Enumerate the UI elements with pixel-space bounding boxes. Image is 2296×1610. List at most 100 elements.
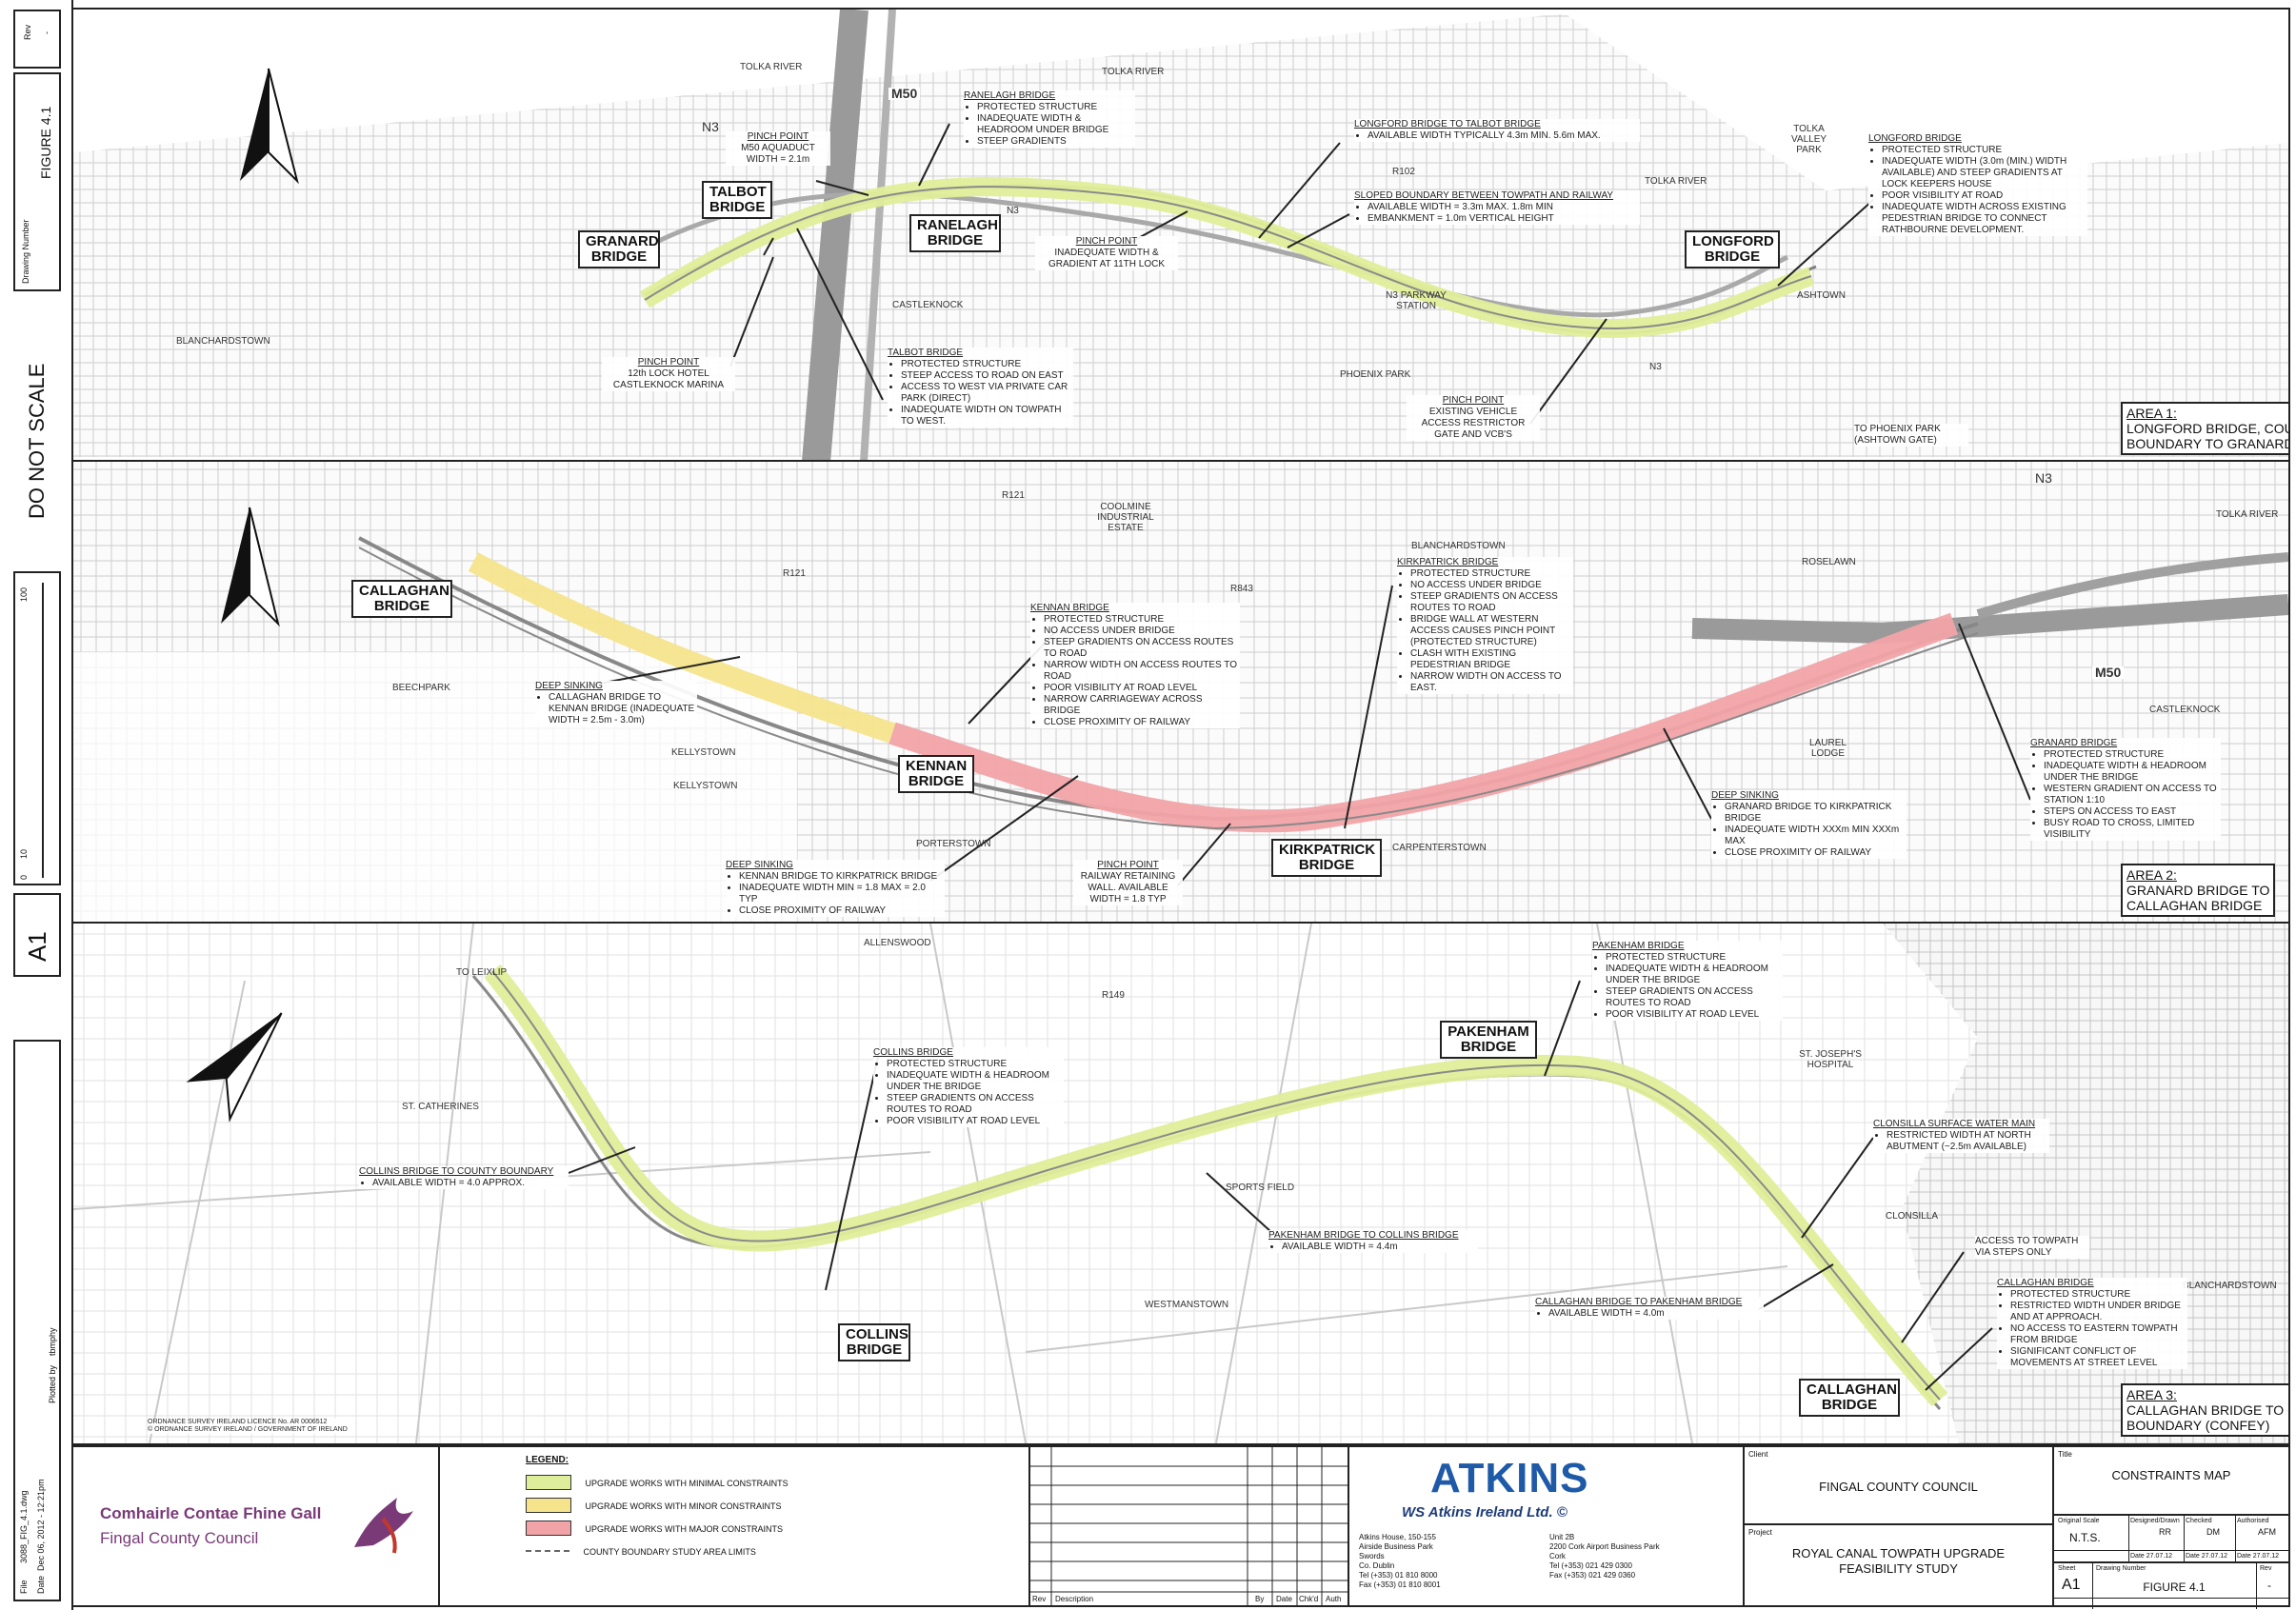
note-talbot-bridge: TALBOT BRIDGE PROTECTED STRUCTURESTEEP A… [888,348,1073,427]
bridge-label-pakenham: PAKENHAM BRIDGE [1440,1021,1537,1059]
date-label-1: Date 27.07.12 [2130,1553,2172,1560]
note-deep-sinking-kennan: DEEP SINKING KENNAN BRIDGE TO KIRKPATRIC… [726,860,945,917]
m50-interchange [1691,594,2288,645]
bridge-label-collins: COLLINS BRIDGE [838,1323,910,1362]
place-castleknock-2: CASTLEKNOCK [2149,705,2221,715]
drawing-number-label: Drawing Number [21,219,30,284]
place-kellystown-1: KELLYSTOWN [671,747,736,758]
legend-item-major: UPGRADE WORKS WITH MAJOR CONSTRAINTS [526,1520,783,1537]
place-r843: R843 [1230,584,1253,594]
note-sloped-boundary: SLOPED BOUNDARY BETWEEN TOWPATH AND RAIL… [1354,190,1640,225]
note-pinch-railway-wall: PINCH POINT RAILWAY RETAINING WALL. AVAI… [1073,860,1183,905]
date-label-2: Date 27.07.12 [2186,1553,2227,1560]
note-granard-bridge: GRANARD BRIDGE PROTECTED STRUCTUREINADEQ… [2030,738,2221,841]
fcc-english-name: Fingal County Council [100,1529,259,1547]
file-label: File [19,1580,29,1594]
atkins-company: WS Atkins Ireland Ltd. © [1402,1504,1567,1521]
note-callaghan-bridge: CALLAGHAN BRIDGE PROTECTED STRUCTUREREST… [1997,1278,2187,1369]
place-n3-parkway-station: N3 PARKWAY STATION [1386,290,1447,311]
rev-col-auth: Auth [1326,1595,1342,1603]
note-pinch-12th-lock: PINCH POINT 12th LOCK HOTEL CASTLEKNOCK … [602,357,735,391]
place-r149: R149 [1102,990,1125,1001]
place-westmanstown: WESTMANSTOWN [1145,1300,1229,1310]
place-laurel-lodge: LAUREL LODGE [1809,738,1847,759]
note-access-via-steps: ACCESS TO TOWPATH VIA STEPS ONLY [1975,1236,2089,1259]
title-details-cell: Title CONSTRAINTS MAP Original Scale N.T… [2054,1447,2288,1609]
original-scale-label: Original Scale [2058,1518,2100,1524]
place-m50: M50 [888,87,921,100]
canal-major-constraints [888,612,1959,833]
sheet-value: A1 [2062,1577,2081,1593]
fcc-logo-cell: Comhairle Contae Fhine Gall Fingal Count… [73,1447,440,1605]
drawing-number-value: FIGURE 4.1 [2143,1580,2206,1594]
place-tolka-river-area-2: TOLKA RIVER [2216,509,2279,520]
place-roselawn: ROSELAWN [1802,557,1856,567]
north-arrow-2 [221,507,280,627]
map-area-3-graphic [73,924,2288,1443]
place-ashtown: ASHTOWN [1797,290,1846,301]
bridge-label-kennan: KENNAN BRIDGE [898,755,974,793]
area-2-label: AREA 2: GRANARD BRIDGE TO CALLAGHAN BRID… [2121,864,2276,917]
legend-cell: LEGEND: UPGRADE WORKS WITH MINIMAL CONST… [440,1447,1030,1605]
place-tolka-river-2: TOLKA RIVER [1102,67,1165,77]
place-castleknock: CASTLEKNOCK [892,300,964,310]
revision-table: Rev Description By Date Chk'd Auth [1030,1447,1349,1605]
figure-number-margin: FIGURE 4.1 [38,106,53,179]
date-value: Dec 06, 2012 - 12:21pm [36,1479,46,1571]
authorised-value: AFM [2258,1527,2276,1537]
bridge-label-longford: LONGFORD BRIDGE [1685,230,1780,268]
note-clonsilla-water-main: CLONSILLA SURFACE WATER MAIN RESTRICTED … [1873,1119,2049,1153]
note-collins-to-county: COLLINS BRIDGE TO COUNTY BOUNDARY AVAILA… [359,1166,569,1189]
place-r121-north: R121 [1002,490,1025,501]
plotted-label: Plotted by [48,1364,57,1403]
scale-bar-box: 100 10 0 [13,571,61,885]
place-to-leixlip: TO LEIXLIP [456,967,508,978]
note-callaghan-to-pakenham: CALLAGHAN BRIDGE TO PAKENHAM BRIDGE AVAI… [1535,1297,1764,1320]
note-ranelagh-bridge: RANELAGH BRIDGE PROTECTED STRUCTUREINADE… [964,90,1135,148]
rev-col-date: Date [1276,1595,1292,1603]
place-n3-area-2: N3 [2035,470,2052,486]
m50-motorway [802,10,868,460]
place-porterstown: PORTERSTOWN [916,839,991,849]
place-allenswood: ALLENSWOOD [864,938,931,948]
place-blanchardstown-3: BLANCHARDSTOWN [2183,1281,2277,1291]
area-3-label: AREA 3: CALLAGHAN BRIDGE TO COUNTY BOUND… [2121,1383,2288,1437]
atkins-cell: ATKINS WS Atkins Ireland Ltd. © Atkins H… [1349,1447,1745,1605]
note-pinch-vehicle-gate: PINCH POINT EXISTING VEHICLE ACCESS REST… [1407,395,1540,441]
legend-title: LEGEND: [526,1455,569,1465]
rev-col-by: By [1255,1595,1265,1603]
scale-tick-10: 10 [19,848,29,859]
legend-item-boundary: COUNTY BOUNDARY STUDY AREA LIMITS [526,1542,756,1560]
date-label: Date [36,1575,46,1594]
note-pinch-aqueduct: PINCH POINT M50 AQUADUCT WIDTH = 2.1m [726,131,830,166]
n3-road [643,191,1789,318]
bridge-label-kirkpatrick: KIRKPATRICK BRIDGE [1271,839,1382,877]
place-r102: R102 [1392,167,1415,177]
map-panel-area-2: COOLMINE INDUSTRIAL ESTATE R121 R121 R84… [73,462,2288,924]
legend-swatch-minor [526,1497,571,1513]
canal-minor-constraints [468,552,896,744]
title-label: Title [2058,1450,2072,1459]
figure-number-box: Drawing Number FIGURE 4.1 [13,72,61,291]
area-1-label: AREA 1: LONGFORD BRIDGE, COUNTY BOUNDARY… [2121,402,2288,455]
legend-item-minor: UPGRADE WORKS WITH MINOR CONSTRAINTS [526,1497,781,1514]
place-tolka-valley-park: TOLKA VALLEY PARK [1790,124,1827,155]
legend-swatch-major [526,1520,571,1536]
note-kirkpatrick-bridge: KIRKPATRICK BRIDGE PROTECTED STRUCTURENO… [1397,557,1573,694]
place-tolka-river-1: TOLKA RIVER [740,62,803,72]
leader-lines-area-1 [729,123,1874,425]
date-label-3: Date 27.07.12 [2237,1553,2279,1560]
place-m50-area-2: M50 [2092,666,2125,679]
scale-bar [42,583,51,878]
place-st-josephs-hospital: ST. JOSEPH'S HOSPITAL [1799,1049,1862,1070]
plotted-value: tbmphy [48,1327,57,1356]
title-block: Comhairle Contae Fhine Gall Fingal Count… [71,1445,2290,1609]
note-pinch-11th-lock: PINCH POINT INADEQUATE WIDTH & GRADIENT … [1035,236,1178,270]
client-label: Client [1748,1450,1768,1459]
place-beechpark: BEECHPARK [392,683,450,693]
bridge-label-granard: GRANARD BRIDGE [578,230,660,268]
bridge-label-callaghan-3: CALLAGHAN BRIDGE [1799,1379,1900,1417]
rev-value: - [42,31,51,34]
